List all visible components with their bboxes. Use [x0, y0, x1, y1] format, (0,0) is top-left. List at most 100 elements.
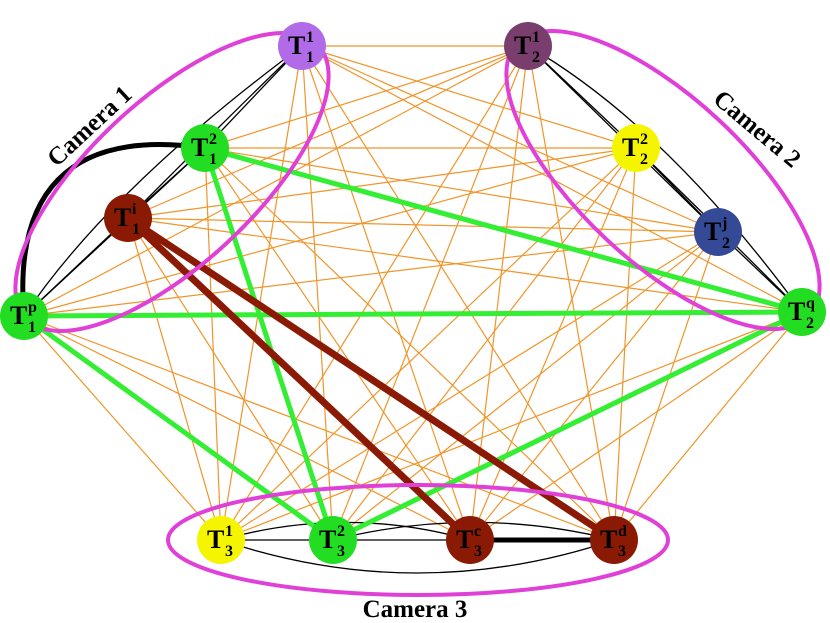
- node-label-base: T: [10, 301, 27, 330]
- matched-edges: [20, 142, 804, 543]
- intra-edge-c1_1-c1_p: [23, 45, 303, 317]
- intra-camera-edges: [23, 45, 803, 574]
- node-label-subscript: 2: [722, 235, 730, 252]
- node-label-subscript: 2: [532, 49, 540, 66]
- cross-edge-c1_p-c2_j: [23, 231, 719, 317]
- node-circle: [590, 516, 638, 564]
- cross-edge-c2_j-c3_2: [332, 231, 719, 541]
- cross-edge-c1_2-c2_1: [204, 45, 529, 149]
- cross-edge-c1_p-c3_c: [23, 315, 471, 541]
- node-circle: [778, 288, 826, 336]
- intra-edge-c2_1-c2_j: [527, 45, 719, 233]
- cross-edge-c2_2-c3_1: [220, 147, 637, 541]
- cross-edge-c1_i-c3_1: [127, 217, 222, 541]
- node-label-subscript: 2: [806, 315, 814, 332]
- node-circle: [504, 22, 552, 70]
- node-circle: [104, 194, 152, 242]
- node-circle: [181, 124, 229, 172]
- node-label-superscript: p: [28, 299, 37, 316]
- cross-edge-c2_q-c3_1: [220, 311, 803, 541]
- node-label-base: T: [600, 525, 617, 554]
- cross-edge-c1_i-c2_1: [127, 45, 529, 219]
- cross-edge-c2_1-c3_d: [527, 45, 615, 541]
- node-label-base: T: [514, 31, 531, 60]
- cross-edge-c1_2-c3_1: [204, 147, 222, 541]
- cross-edge-c2_1-c3_c: [469, 45, 529, 541]
- matched-edge-c1_2-c3_2: [202, 147, 336, 541]
- node-circle: [446, 516, 494, 564]
- node-circle: [309, 516, 357, 564]
- node-label-subscript: 3: [474, 543, 482, 560]
- node-label-base: T: [622, 133, 639, 162]
- cross-edge-c1_1-c2_j: [301, 45, 719, 233]
- node-label-subscript: 1: [209, 151, 217, 168]
- cross-edge-c2_2-c3_c: [469, 147, 637, 541]
- node-label-subscript: 1: [306, 49, 314, 66]
- node-label-base: T: [704, 217, 721, 246]
- matched-edge-c1_p-c3_2: [22, 313, 335, 543]
- cross-edge-c1_i-c3_2: [127, 217, 334, 541]
- cross-edge-c2_1-c3_2: [332, 45, 529, 541]
- camera-3-label: Camera 3: [363, 596, 468, 623]
- cross-edge-c1_2-c3_d: [204, 147, 615, 541]
- node-circle: [0, 292, 48, 340]
- node-label-superscript: 2: [209, 131, 217, 148]
- node-label-subscript: 1: [28, 319, 36, 336]
- matched-edge-c2_q-c3_2: [331, 309, 804, 543]
- node-label-base: T: [788, 297, 805, 326]
- node-label-base: T: [114, 203, 131, 232]
- matched-edge-c1_2-c2_q: [204, 145, 803, 315]
- node-label-superscript: 1: [225, 523, 233, 540]
- node-circle: [694, 208, 742, 256]
- node-label-subscript: 1: [132, 221, 140, 238]
- node-label-superscript: d: [618, 523, 627, 540]
- cross-edge-c1_i-c2_2: [127, 147, 637, 219]
- node-label-superscript: q: [806, 295, 815, 312]
- cross-camera-edges: [23, 45, 803, 541]
- cross-edge-c2_1-c3_1: [220, 45, 529, 541]
- cross-edge-c1_p-c3_d: [23, 315, 615, 541]
- cross-edge-c2_2-c3_2: [332, 147, 637, 541]
- node-label-subscript: 3: [225, 543, 233, 560]
- node-circle: [612, 124, 660, 172]
- node-label-subscript: 3: [618, 543, 626, 560]
- cross-edge-c1_i-c2_q: [127, 217, 803, 313]
- cross-edge-c2_j-c3_1: [220, 231, 719, 541]
- cross-edge-c1_1-c3_c: [301, 45, 471, 541]
- node-label-superscript: 2: [337, 523, 345, 540]
- node-circle: [197, 516, 245, 564]
- node-label-superscript: 2: [640, 131, 648, 148]
- node-label-subscript: 3: [337, 543, 345, 560]
- cross-edge-c2_q-c3_d: [613, 311, 803, 541]
- matched-edge-c1_i-c3_d: [126, 215, 616, 543]
- camera-3-ellipse: [166, 483, 670, 597]
- cross-edge-c1_1-c3_2: [301, 45, 334, 541]
- cross-edge-c1_p-c3_1: [23, 315, 222, 541]
- node-label-base: T: [319, 525, 336, 554]
- matched-edge-c1_p-c1_2: [20, 142, 206, 317]
- node-label-superscript: i: [132, 201, 137, 218]
- cross-edge-c2_2-c3_d: [613, 147, 637, 541]
- node-label-subscript: 2: [640, 151, 648, 168]
- cross-edge-c1_p-c2_1: [23, 45, 529, 317]
- matched-edge-c1_p-c2_q: [23, 309, 803, 319]
- node-label-base: T: [288, 31, 305, 60]
- node-circle: [278, 22, 326, 70]
- node-label-superscript: c: [474, 523, 481, 540]
- node-label-superscript: 1: [306, 29, 314, 46]
- cross-edge-c1_1-c3_1: [220, 45, 303, 541]
- node-label-base: T: [191, 133, 208, 162]
- node-label-base: T: [456, 525, 473, 554]
